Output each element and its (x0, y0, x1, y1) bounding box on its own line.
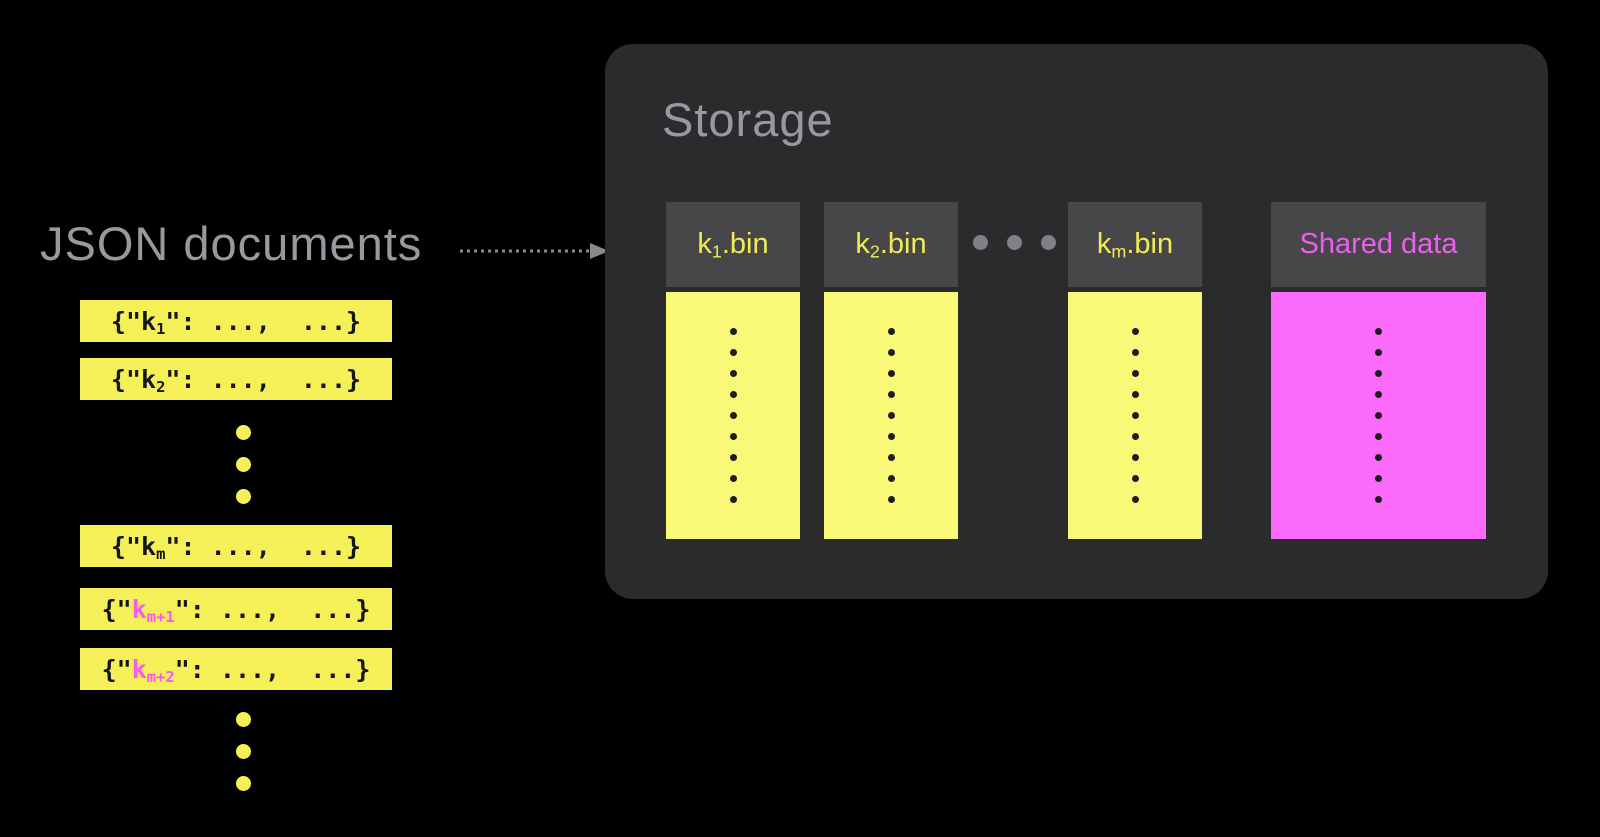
dot (1375, 475, 1382, 482)
doc-open-brace: {" (110, 364, 142, 394)
vertical-ellipsis-dots (236, 425, 251, 504)
storage-column-label: km.bin (1096, 228, 1174, 262)
doc-rest: ": ..., ...} (174, 654, 371, 684)
dot (1375, 391, 1382, 398)
doc-open-brace: {" (101, 654, 132, 684)
dot (887, 412, 895, 419)
dot (887, 475, 895, 482)
dot (236, 457, 251, 472)
dot (887, 433, 895, 440)
dot (1375, 349, 1382, 356)
doc-open-brace: {" (110, 531, 142, 561)
dot (236, 489, 251, 504)
storage-column-header: k1.bin (666, 202, 800, 287)
doc-rest: ": ..., ...} (174, 594, 371, 624)
dot (1375, 496, 1382, 503)
vertical-ellipsis-dots (236, 712, 251, 791)
dot (1007, 235, 1022, 250)
dot (887, 454, 895, 461)
dot (729, 496, 737, 503)
dot (1375, 433, 1382, 440)
dot (1131, 391, 1139, 398)
json-document-bar: {"km": ..., ...} (80, 525, 392, 567)
dot (1131, 412, 1139, 419)
storage-column: Shared data (1271, 202, 1486, 539)
dot (236, 744, 251, 759)
dot (1375, 412, 1382, 419)
storage-column-body (824, 292, 958, 539)
dot (887, 496, 895, 503)
dot (1131, 433, 1139, 440)
dot (887, 349, 895, 356)
doc-key: k1 (141, 306, 166, 338)
dot (729, 349, 737, 356)
dot (887, 370, 895, 377)
dot (1131, 370, 1139, 377)
json-document-bar: {"km+2": ..., ...} (80, 648, 392, 690)
storage-column: k2.bin (824, 202, 958, 539)
storage-panel: Storage k1.bin k2.bin km.bin Shared data (605, 44, 1548, 599)
dot (729, 412, 737, 419)
doc-rest: ": ..., ...} (165, 306, 362, 336)
arrow-json-to-storage-icon (460, 243, 609, 259)
json-document-bar: {"k2": ..., ...} (80, 358, 392, 400)
dot (1131, 328, 1139, 335)
dot (1131, 475, 1139, 482)
doc-open-brace: {" (110, 306, 142, 336)
doc-rest: ": ..., ...} (165, 531, 362, 561)
doc-key: k2 (141, 364, 166, 396)
dot (1131, 349, 1139, 356)
dot (1375, 370, 1382, 377)
doc-rest: ": ..., ...} (165, 364, 362, 394)
ellipsis-dots (973, 235, 1056, 250)
dot (1375, 328, 1382, 335)
dot (1375, 454, 1382, 461)
storage-column-body (1068, 292, 1202, 539)
dot (236, 712, 251, 727)
doc-key: km+1 (131, 594, 175, 626)
doc-key: km (141, 531, 166, 563)
doc-open-brace: {" (101, 594, 132, 624)
dot (1131, 496, 1139, 503)
storage-column-label: k2.bin (855, 228, 927, 262)
storage-column-header: k2.bin (824, 202, 958, 287)
storage-column-header: km.bin (1068, 202, 1202, 287)
storage-column-body (1271, 292, 1486, 539)
storage-column-body (666, 292, 800, 539)
json-document-bar: {"k1": ..., ...} (80, 300, 392, 342)
doc-key: km+2 (131, 654, 175, 686)
dot (973, 235, 988, 250)
json-document-bar: {"km+1": ..., ...} (80, 588, 392, 630)
storage-column: km.bin (1068, 202, 1202, 539)
dot (729, 391, 737, 398)
dot (729, 454, 737, 461)
dot (236, 425, 251, 440)
storage-column-header: Shared data (1271, 202, 1486, 287)
dot (1131, 454, 1139, 461)
storage-column-label: Shared data (1299, 228, 1458, 260)
dot (729, 433, 737, 440)
dot (887, 328, 895, 335)
dot (729, 370, 737, 377)
storage-column: k1.bin (666, 202, 800, 539)
dot (1041, 235, 1056, 250)
dot (887, 391, 895, 398)
dot (729, 475, 737, 482)
storage-title: Storage (662, 93, 834, 146)
dot (729, 328, 737, 335)
dot (236, 776, 251, 791)
json-documents-title: JSON documents (40, 217, 423, 270)
storage-column-label: k1.bin (697, 228, 769, 262)
